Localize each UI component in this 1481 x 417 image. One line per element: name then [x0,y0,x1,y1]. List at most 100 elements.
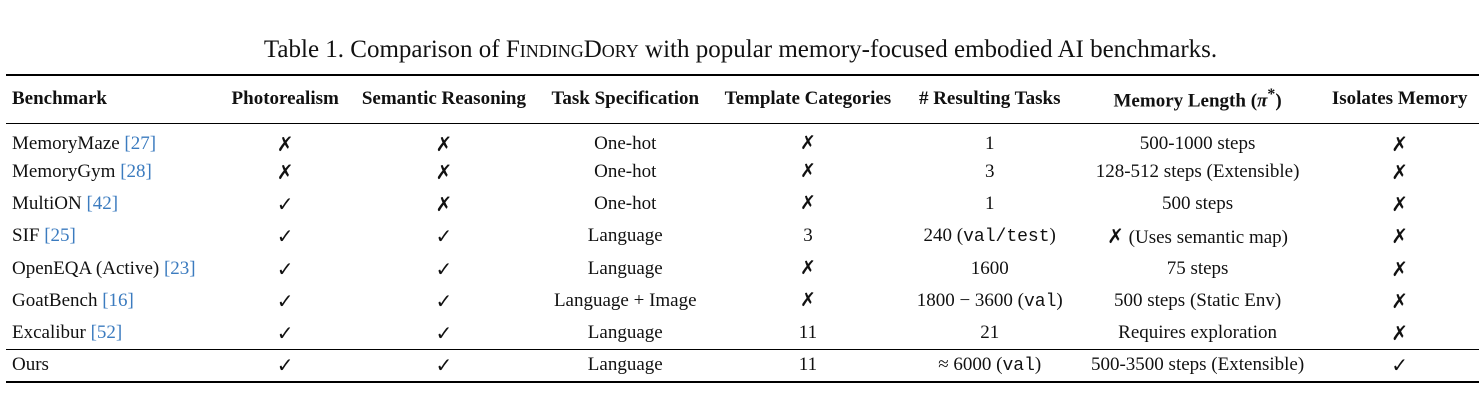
citation-link[interactable]: [42] [86,192,119,214]
benchmark-name-cell: Ours [6,349,222,381]
isolates-memory-mark: ✓ [1391,353,1409,378]
photorealism-mark: ✗ [276,131,294,156]
benchmark-label: OpenEQA (Active) [12,257,164,279]
benchmark-label: GoatBench [12,289,103,311]
memory-note: (Uses semantic map) [1123,226,1289,248]
isolates-memory-mark: ✗ [1391,320,1409,345]
task-specification-cell: Language [587,354,663,376]
semantic-reasoning-mark: ✗ [435,159,453,184]
benchmark-name: FindingDory [505,36,639,63]
semantic-reasoning-mark: ✓ [435,320,453,345]
photorealism-mark: ✓ [276,353,294,378]
resulting-tasks-cell: 1600 [905,252,1075,284]
benchmark-name-cell: MemoryGym [28] [6,156,222,188]
citation-link[interactable]: [16] [102,289,134,311]
template-categories-cell: ✗ [799,161,816,183]
header-resulting-tasks: # Resulting Tasks [918,88,1061,110]
isolates-memory-mark: ✗ [1391,288,1409,313]
tasks-count: 21 [980,321,1000,343]
benchmark-name-cell: MemoryMaze [27] [6,123,222,156]
tasks-count: ≈ 6000 ( [938,354,1003,376]
citation-link[interactable]: [23] [163,257,196,279]
task-specification-cell: One-hot [594,160,657,182]
tasks-count: 3 [984,160,995,182]
tasks-count: 1 [984,132,995,154]
template-categories-cell: ✗ [799,133,816,154]
table-body: MemoryMaze [27] ✗ ✗ One-hot ✗ 1 500-1000 steps… [6,123,1479,382]
benchmark-name-cell: SIF [25] [6,220,222,252]
benchmark-name-cell: MultiON [42] [6,188,222,220]
template-categories-cell: ✗ [799,258,816,280]
isolates-memory-mark: ✗ [1391,131,1409,156]
photorealism-mark: ✓ [276,191,294,216]
isolates-memory-mark: ✗ [1391,256,1409,281]
tasks-paren-close: ) [1034,354,1042,376]
resulting-tasks-cell: 1 [905,188,1075,220]
tasks-count: 1600 [970,257,1009,279]
benchmark-label: MultiON [12,192,87,214]
photorealism-mark: ✓ [276,320,294,345]
header-isolates-memory: Isolates Memory [1331,88,1468,110]
memory-length-cell: ✗ (Uses semantic map) [1075,220,1320,252]
table-row: MemoryGym [28] ✗ ✗ One-hot ✗ 3 128-512 steps (… [6,156,1479,188]
semantic-reasoning-mark: ✓ [435,224,453,249]
resulting-tasks-cell: 1800 − 3600 (val) [905,285,1075,317]
memory-length-cell: Requires exploration [1118,321,1277,343]
table-row: GoatBench [16]✓✓Language + Image✗1800 − … [6,285,1479,317]
header-semantic-reasoning: Semantic Reasoning [361,88,526,110]
memory-header-suffix: ) [1275,90,1282,112]
tasks-paren-close: ) [1049,225,1056,247]
benchmark-name-cell: GoatBench [16] [6,285,222,317]
citation-link[interactable]: [27] [124,132,157,154]
comparison-table: Benchmark Photorealism Semantic Reasonin… [6,74,1479,383]
cross-mark: ✗ [1107,223,1124,248]
resulting-tasks-cell: 1 [905,123,1075,156]
benchmark-label: MemoryGym [12,160,121,182]
tasks-split: val [1023,291,1057,312]
task-specification-cell: Language [587,321,663,343]
benchmark-label: Excalibur [12,321,91,343]
memory-length-cell: 75 steps [1166,257,1229,279]
header-template-categories: Template Categories [724,88,892,110]
template-categories-cell: 3 [803,225,813,247]
task-specification-cell: One-hot [594,132,657,154]
semantic-reasoning-mark: ✗ [435,191,453,216]
memory-length-cell: 500 steps [1161,192,1234,214]
task-specification-cell: Language [587,257,663,279]
task-specification-cell: Language [587,225,663,247]
header-photorealism: Photorealism [231,88,339,110]
table-caption: Table 1. Comparison of FindingDory with … [0,34,1481,66]
resulting-tasks-cell: 3 [905,156,1075,188]
semantic-reasoning-mark: ✓ [435,256,453,281]
semantic-reasoning-mark: ✓ [435,288,453,313]
memory-length-cell: 500-1000 steps [1139,132,1256,154]
header-benchmark: Benchmark [12,88,107,110]
citation-link[interactable]: [28] [120,160,152,182]
pi-symbol: π [1257,90,1268,112]
benchmark-label: Ours [12,354,49,376]
tasks-count: 1 [984,192,995,214]
citation-link[interactable]: [52] [90,321,123,343]
resulting-tasks-cell: 21 [905,317,1075,349]
photorealism-mark: ✓ [276,224,294,249]
pi-star: * [1267,86,1276,104]
isolates-memory-mark: ✗ [1391,191,1409,216]
caption-prefix: Table 1. Comparison of [263,36,506,63]
template-categories-cell: 11 [798,354,818,376]
photorealism-mark: ✓ [276,256,294,281]
resulting-tasks-cell: ≈ 6000 (val) [905,349,1075,381]
memory-header-prefix: Memory Length ( [1113,90,1258,112]
template-categories-cell: ✗ [799,290,816,312]
isolates-memory-mark: ✗ [1391,159,1409,184]
benchmark-label: SIF [12,225,45,247]
tasks-split: val/test [963,227,1050,248]
resulting-tasks-cell: 240 (val/test) [905,220,1075,252]
header-task-specification: Task Specification [551,88,700,110]
caption-suffix: with popular memory-focused embodied AI … [638,36,1218,63]
citation-link[interactable]: [25] [44,225,76,247]
tasks-count: 1800 − 3600 ( [916,289,1024,311]
memory-length-cell: 128-512 steps (Extensible) [1095,160,1300,182]
